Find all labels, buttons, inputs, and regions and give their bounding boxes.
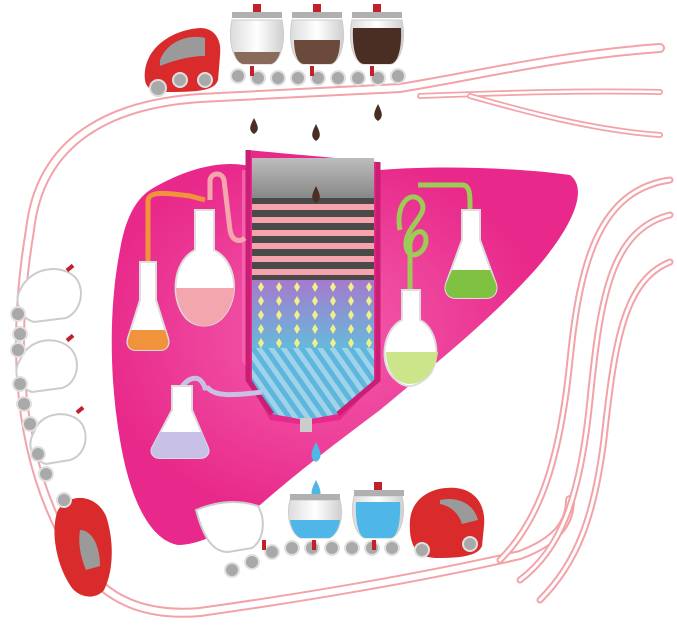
train-icon [54,493,111,597]
filter-top-layer [252,158,374,198]
filter-stripes [252,198,374,280]
tank-car [352,482,404,538]
drop-icon [250,118,258,134]
drop-icon [312,124,320,141]
clean-drops [311,442,320,500]
top-train [145,4,405,96]
filter-column [248,150,378,432]
tank-car [290,4,343,64]
tank-car [230,4,283,64]
left-train [11,264,112,597]
tank-car [350,4,403,64]
tank-car [288,494,341,538]
drop-icon [374,104,382,121]
